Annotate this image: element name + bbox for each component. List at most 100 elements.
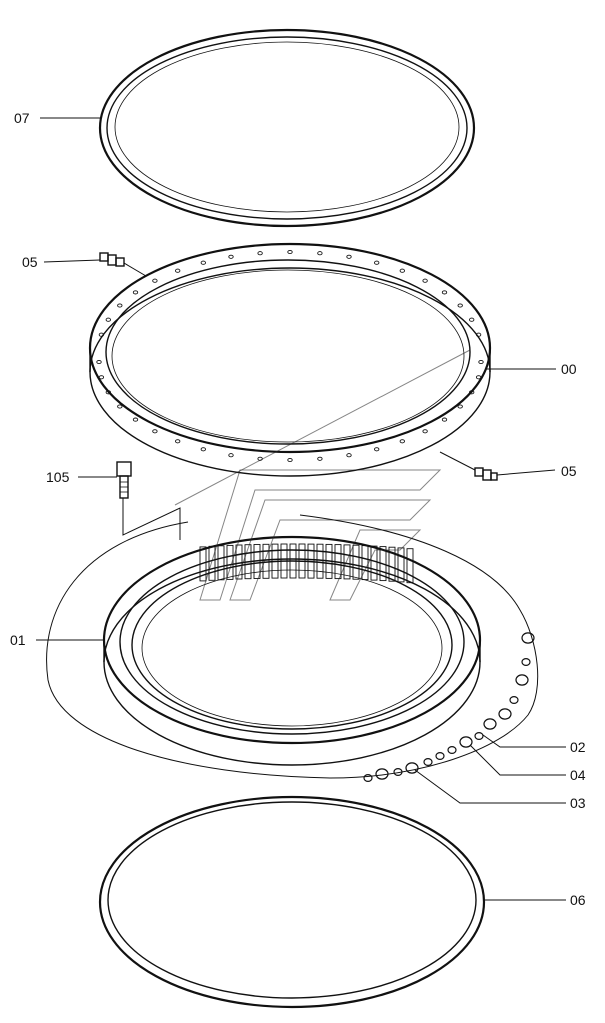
gear-tooth: [361, 545, 369, 581]
mounting-holes: [96, 249, 484, 463]
mounting-hole: [152, 429, 158, 434]
callout-105: 105: [46, 469, 70, 485]
bearing-ball: [393, 767, 403, 776]
roller-spacer: [459, 736, 473, 748]
gear-tooth: [262, 543, 270, 579]
gear-tooth: [226, 544, 234, 580]
gear-tooth: [289, 543, 297, 579]
gear-tooth: [397, 547, 405, 583]
callout-05-top: 05: [22, 254, 38, 270]
mounting-hole: [399, 268, 405, 273]
callout-04: 04: [570, 767, 586, 783]
roller-spacer: [483, 718, 497, 730]
mounting-hole: [117, 404, 123, 409]
mounting-hole: [317, 456, 323, 461]
gear-tooth: [406, 548, 414, 584]
mounting-hole: [422, 278, 428, 283]
mounting-hole: [257, 251, 263, 256]
gear-tooth: [253, 544, 261, 579]
mounting-hole: [96, 359, 102, 365]
mounting-hole: [98, 375, 105, 380]
part-01-inner-ring: [102, 535, 482, 766]
rolling-elements: [363, 632, 535, 782]
callout-07: 07: [14, 110, 30, 126]
roller-spacer: [498, 708, 512, 720]
mounting-hole: [457, 303, 463, 308]
mounting-hole: [478, 359, 484, 365]
mounting-hole: [346, 453, 352, 458]
gear-tooth: [334, 544, 342, 580]
gear-teeth: [199, 543, 414, 584]
part-07-seal-ring: [98, 28, 476, 228]
bearing-ball: [435, 751, 445, 760]
callout-02: 02: [570, 739, 586, 755]
gear-tooth: [307, 543, 315, 579]
gear-tooth: [298, 543, 306, 579]
mounting-hole: [422, 429, 428, 434]
gear-tooth: [370, 545, 378, 581]
gear-tooth: [235, 544, 243, 580]
mounting-hole: [475, 332, 482, 337]
callout-01: 01: [10, 632, 26, 648]
mounting-hole: [475, 375, 482, 380]
mounting-hole: [228, 453, 234, 458]
gear-tooth: [343, 544, 351, 580]
callout-03: 03: [570, 795, 586, 811]
mounting-hole: [200, 260, 206, 265]
roller-spacer: [521, 632, 535, 644]
bearing-ball: [423, 757, 433, 766]
mounting-hole: [469, 390, 475, 395]
part-05-grease-fitting-top: [99, 252, 147, 277]
mounting-hole: [469, 317, 475, 322]
watermark-logo: [174, 349, 471, 601]
bearing-ball: [509, 695, 519, 704]
roller-spacer: [375, 768, 389, 780]
mounting-hole: [287, 457, 293, 463]
part-00-outer-race: [88, 242, 492, 477]
mounting-hole: [399, 439, 405, 444]
gear-tooth: [199, 546, 207, 582]
mounting-hole: [200, 447, 206, 452]
mounting-hole: [228, 254, 234, 259]
gear-tooth: [271, 543, 279, 579]
part-05-grease-fitting-right: [439, 451, 498, 481]
mounting-hole: [374, 260, 380, 265]
mounting-hole: [152, 278, 158, 283]
callout-06: 06: [570, 892, 586, 908]
part-06-seal-ring: [98, 795, 486, 1009]
gear-tooth: [217, 545, 225, 581]
mounting-hole: [175, 268, 181, 273]
bearing-ball: [447, 745, 457, 754]
gear-tooth: [388, 546, 396, 582]
bearing-ball: [521, 657, 531, 666]
mounting-hole: [132, 290, 139, 295]
mounting-hole: [457, 404, 463, 409]
gear-tooth: [379, 546, 387, 582]
callout-labels: 07 05 00 105 05 01 02 04 03 06: [10, 110, 586, 908]
mounting-hole: [117, 303, 123, 308]
bearing-flange-outline: [46, 514, 539, 779]
mounting-hole: [317, 251, 323, 256]
gear-tooth: [316, 543, 324, 579]
mounting-hole: [105, 317, 111, 322]
part-105-bolt: [116, 461, 181, 540]
mounting-hole: [374, 447, 380, 452]
gear-tooth: [244, 544, 252, 580]
mounting-hole: [98, 332, 105, 337]
mounting-hole: [441, 290, 448, 295]
gear-tooth: [325, 543, 333, 579]
mounting-hole: [132, 417, 139, 422]
bearing-ball: [363, 773, 373, 782]
callout-00: 00: [561, 361, 577, 377]
mounting-hole: [287, 249, 293, 255]
mounting-hole: [105, 390, 111, 395]
mounting-hole: [441, 417, 448, 422]
mounting-hole: [175, 439, 181, 444]
gear-tooth: [280, 543, 288, 579]
roller-spacer: [405, 762, 419, 774]
gear-tooth: [208, 545, 216, 581]
roller-spacer: [515, 674, 529, 686]
mounting-hole: [346, 254, 352, 259]
